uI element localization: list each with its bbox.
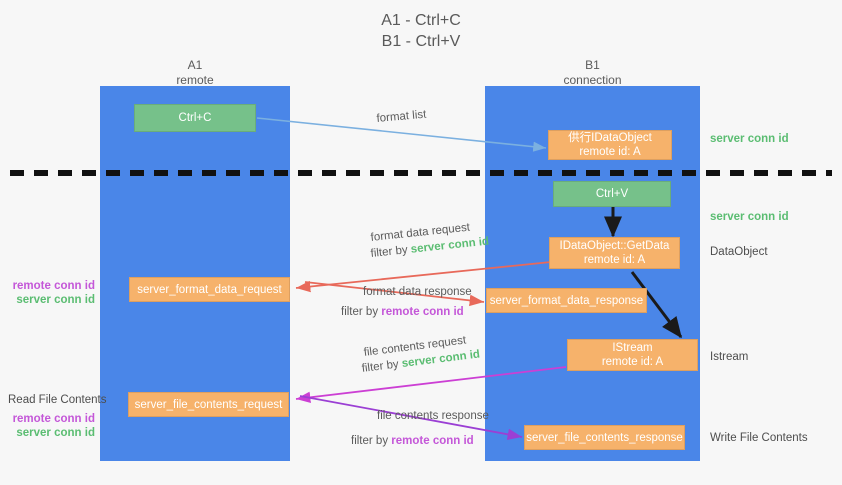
node-getdata-label: IDataObject::GetData — [559, 240, 670, 252]
node-idataobject[interactable]: 供行IDataObject remote id: A — [548, 130, 672, 160]
node-server-file-contents-response[interactable]: server_file_contents_response — [524, 425, 685, 450]
side-label-server-conn-id-top: server conn id — [710, 133, 789, 145]
node-ctrl-v[interactable]: Ctrl+V — [553, 181, 671, 207]
node-istream-label: IStream — [612, 342, 653, 354]
title-line-2: B1 - Ctrl+V — [381, 33, 461, 50]
left-server-conn-id-1: server conn id — [16, 294, 95, 306]
node-ctrl-c-label: Ctrl+C — [178, 112, 212, 124]
read-file-contents-text: Read File Contents — [8, 394, 107, 406]
lane-header-a1: A1 remote — [100, 58, 290, 88]
node-istream[interactable]: IStream remote id: A — [567, 339, 698, 371]
side-label-write-file-contents: Write File Contents — [710, 432, 808, 444]
filter-by-text-4: filter by — [351, 435, 389, 447]
node-idataobject-sub: remote id: A — [579, 146, 641, 158]
remote-conn-id-text-2: remote conn id — [391, 435, 474, 447]
edge-label-format-list: format list — [376, 108, 427, 125]
lane-header-b1-sub: connection — [563, 73, 622, 87]
node-idataobject-label: 供行IDataObject — [568, 132, 652, 144]
edge-label-file-contents-response: file contents response — [377, 410, 489, 422]
node-ctrl-c[interactable]: Ctrl+C — [134, 104, 256, 132]
node-idataobject-getdata[interactable]: IDataObject::GetData remote id: A — [549, 237, 680, 269]
node-server-format-data-response-label: server_format_data_response — [489, 294, 644, 307]
lane-header-b1-name: B1 — [585, 58, 600, 72]
left-server-conn-id-2: server conn id — [16, 427, 95, 439]
edge-label-format-data-response: format data response — [363, 286, 472, 298]
remote-conn-id-text-1: remote conn id — [381, 306, 464, 318]
node-getdata-sub: remote id: A — [583, 254, 646, 266]
title-line-1: A1 - Ctrl+C — [381, 12, 461, 29]
edge-filter-file-contents-response: filter by remote conn id — [351, 434, 474, 448]
node-server-format-data-response[interactable]: server_format_data_response — [486, 288, 647, 313]
edge-filter-format-data-response: filter by remote conn id — [341, 305, 464, 319]
side-label-dataobject: DataObject — [710, 246, 768, 258]
filter-by-text-2: filter by — [341, 306, 379, 318]
node-istream-sub: remote id: A — [601, 356, 664, 368]
node-server-format-data-request-label: server_format_data_request — [137, 283, 282, 296]
left-remote-conn-id-1: remote conn id — [12, 280, 95, 292]
left-conn-id-stack-upper: remote conn id server conn id — [0, 279, 95, 307]
side-label-server-conn-id-second: server conn id — [710, 211, 789, 223]
side-label-istream: Istream — [710, 351, 749, 363]
filter-by-text-3: filter by — [361, 358, 400, 375]
node-server-format-data-request[interactable]: server_format_data_request — [129, 277, 290, 302]
left-conn-id-stack-lower: remote conn id server conn id — [0, 412, 95, 440]
node-server-file-contents-request[interactable]: server_file_contents_request — [128, 392, 289, 417]
filter-by-text-1: filter by — [370, 244, 409, 260]
lane-header-a1-name: A1 — [187, 58, 203, 72]
lane-header-a1-sub: remote — [176, 73, 214, 87]
diagram-title: A1 - Ctrl+C B1 - Ctrl+V — [0, 10, 842, 52]
lane-header-b1: B1 connection — [485, 58, 700, 88]
left-read-file-contents-label: Read File Contents — [8, 393, 113, 407]
left-remote-conn-id-2: remote conn id — [12, 413, 95, 425]
node-server-file-contents-request-label: server_file_contents_request — [134, 398, 283, 411]
node-ctrl-v-label: Ctrl+V — [595, 188, 629, 200]
node-server-file-contents-response-label: server_file_contents_response — [526, 431, 683, 444]
